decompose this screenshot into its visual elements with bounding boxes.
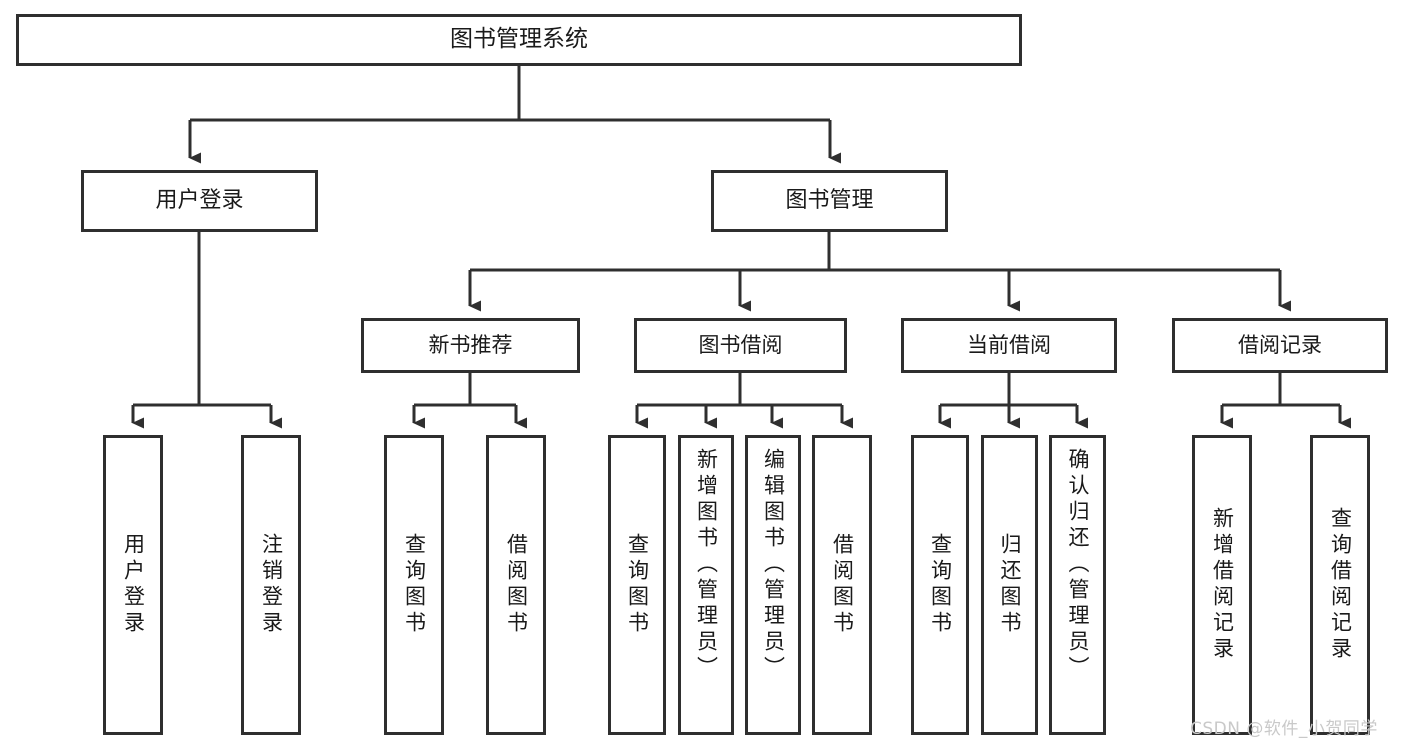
leaf-query-book-borrow[interactable]: 查询图书 xyxy=(608,435,666,735)
leaf-label: 查询图书 xyxy=(402,533,427,637)
leaf-add-book-admin[interactable]: 新增图书（管理员） xyxy=(678,435,734,735)
node-label: 图书管理系统 xyxy=(450,26,588,53)
leaf-logout[interactable]: 注销登录 xyxy=(241,435,301,735)
node-new-book-recommend[interactable]: 新书推荐 xyxy=(361,318,580,373)
leaf-label: 编辑图书（管理员） xyxy=(761,448,786,682)
leaf-label: 新增借阅记录 xyxy=(1210,507,1235,663)
leaf-query-book-new[interactable]: 查询图书 xyxy=(384,435,444,735)
node-book-borrow[interactable]: 图书借阅 xyxy=(634,318,847,373)
node-label: 借阅记录 xyxy=(1238,333,1322,358)
node-root-book-management-system[interactable]: 图书管理系统 xyxy=(16,14,1022,66)
node-current-borrow[interactable]: 当前借阅 xyxy=(901,318,1117,373)
leaf-label: 查询借阅记录 xyxy=(1328,507,1353,663)
leaf-label: 确认归还（管理员） xyxy=(1066,448,1090,682)
node-label: 当前借阅 xyxy=(967,333,1051,358)
node-label: 图书借阅 xyxy=(698,333,783,358)
leaf-label: 借阅图书 xyxy=(504,533,529,637)
node-label: 用户登录 xyxy=(155,188,244,214)
leaf-return-book[interactable]: 归还图书 xyxy=(981,435,1038,735)
node-label: 新书推荐 xyxy=(428,333,513,358)
leaf-label: 用户登录 xyxy=(121,533,146,637)
leaf-borrow-book[interactable]: 借阅图书 xyxy=(812,435,872,735)
leaf-user-login[interactable]: 用户登录 xyxy=(103,435,163,735)
leaf-add-borrow-record[interactable]: 新增借阅记录 xyxy=(1192,435,1252,735)
leaf-confirm-return-admin[interactable]: 确认归还（管理员） xyxy=(1049,435,1106,735)
node-book-management[interactable]: 图书管理 xyxy=(711,170,948,232)
leaf-label: 查询图书 xyxy=(928,533,953,637)
leaf-edit-book-admin[interactable]: 编辑图书（管理员） xyxy=(745,435,801,735)
leaf-query-book-current[interactable]: 查询图书 xyxy=(911,435,969,735)
node-borrow-record[interactable]: 借阅记录 xyxy=(1172,318,1388,373)
leaf-borrow-book-new[interactable]: 借阅图书 xyxy=(486,435,546,735)
leaf-label: 归还图书 xyxy=(998,533,1022,637)
leaf-label: 注销登录 xyxy=(259,533,284,637)
leaf-label: 借阅图书 xyxy=(830,533,855,637)
leaf-label: 查询图书 xyxy=(625,533,650,637)
leaf-query-borrow-record[interactable]: 查询借阅记录 xyxy=(1310,435,1370,735)
node-user-login[interactable]: 用户登录 xyxy=(81,170,318,232)
leaf-label: 新增图书（管理员） xyxy=(694,448,719,682)
node-label: 图书管理 xyxy=(785,188,874,214)
